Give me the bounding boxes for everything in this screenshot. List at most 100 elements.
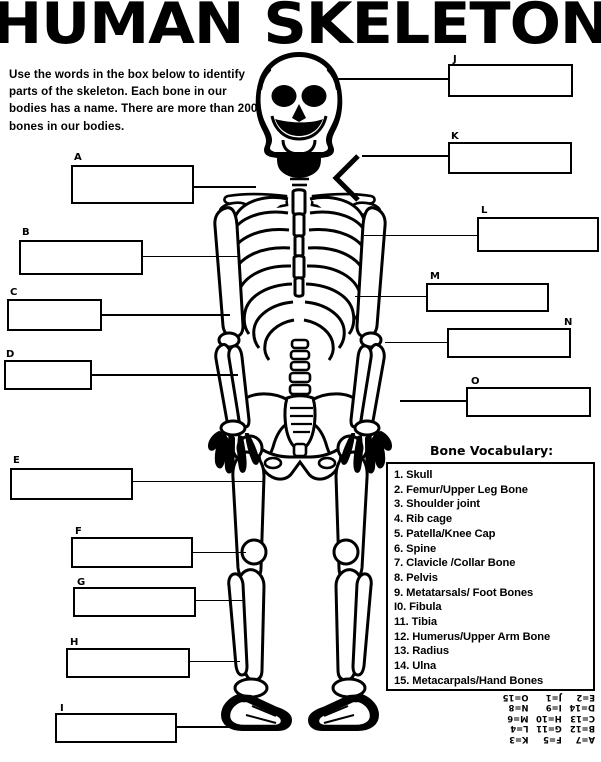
answer-key: A=7 F=5 K=3 B=12 G=11 L=4 C=13 H=10 M=6 … — [497, 692, 597, 745]
label-e: E — [13, 455, 20, 466]
answer-box-h[interactable] — [66, 648, 190, 678]
instructions-text: Use the words in the box below to identi… — [9, 68, 258, 133]
answer-key-row: A=7 F=5 K=3 — [497, 734, 597, 745]
leader-line-o — [400, 400, 466, 402]
answer-box-e[interactable] — [10, 468, 133, 500]
shoulder-joint-bracket — [332, 154, 360, 202]
vocab-item: 7. Clavicle /Collar Bone — [394, 557, 516, 570]
vocab-item: 6. Spine — [394, 542, 437, 555]
leader-line-c — [102, 314, 230, 316]
answer-key-row: D=14 I=9 N=8 — [497, 703, 597, 714]
leader-line-m — [355, 296, 427, 298]
skull-mouth — [275, 119, 323, 136]
vocab-item: I0. Fibula — [394, 601, 442, 614]
vocab-item: 9. Metatarsals/ Foot Bones — [394, 586, 534, 599]
answer-box-d[interactable] — [4, 360, 92, 390]
vocabulary-list: 1. Skull 2. Femur/Upper Leg Bone 3. Shou… — [394, 468, 593, 689]
answer-key-cell: D=14 — [569, 703, 595, 714]
answer-key-row: E=2 J=1 O=15 — [497, 692, 597, 703]
answer-key-cell: N=8 — [508, 703, 529, 714]
answer-key-cell: L=4 — [510, 724, 529, 735]
left-leg-bones — [220, 450, 293, 731]
answer-box-i[interactable] — [55, 713, 177, 743]
label-m: M — [430, 271, 440, 282]
vocab-item: 4. Rib cage — [394, 513, 452, 526]
vocab-item: 11. Tibia — [394, 616, 438, 629]
answer-box-l[interactable] — [477, 217, 599, 252]
leader-line-d — [92, 374, 238, 376]
answer-key-cell: K=3 — [509, 734, 529, 745]
label-i: I — [60, 703, 64, 714]
label-a: A — [74, 152, 82, 163]
vocabulary-title: Bone Vocabulary: — [430, 443, 554, 458]
vocab-item: 8. Pelvis — [394, 571, 438, 584]
label-h: H — [70, 637, 79, 648]
right-hand-bones — [340, 430, 393, 474]
patella-right — [332, 538, 360, 566]
right-leg-bones — [307, 450, 380, 731]
vocab-item: 2. Femur/Upper Leg Bone — [394, 483, 528, 496]
label-c: C — [10, 287, 18, 298]
leader-line-b — [143, 256, 238, 258]
vocab-item: 3. Shoulder joint — [394, 498, 480, 511]
leader-line-i — [177, 726, 232, 728]
answer-key-cell: F=5 — [543, 734, 562, 745]
answer-box-j[interactable] — [448, 64, 573, 97]
left-arm-bones — [207, 206, 260, 474]
answer-box-g[interactable] — [73, 587, 196, 617]
answer-key-cell: I=9 — [545, 703, 562, 714]
skull-icon — [255, 52, 343, 178]
leader-line-k — [362, 155, 448, 157]
answer-box-a[interactable] — [71, 165, 194, 204]
skull-eye-right — [301, 85, 327, 107]
answer-key-cell: B=12 — [569, 724, 595, 735]
skull-eye-left — [271, 85, 297, 107]
cervical-spine — [289, 153, 310, 187]
answer-key-row: B=12 G=11 L=4 — [497, 724, 597, 735]
answer-key-cell: H=10 — [536, 713, 562, 724]
vocab-item: 12. Humerus/Upper Arm Bone — [394, 630, 551, 643]
leader-line-l — [364, 235, 477, 237]
answer-key-cell: J=1 — [545, 692, 562, 703]
answer-box-m[interactable] — [426, 283, 549, 312]
label-n: N — [564, 317, 573, 328]
leader-line-j — [333, 78, 448, 80]
vocab-item: 15. Metacarpals/Hand Bones — [394, 674, 544, 687]
vocabulary-box: 1. Skull 2. Femur/Upper Leg Bone 3. Shou… — [386, 462, 595, 691]
right-arm-bones — [340, 206, 393, 474]
label-k: K — [451, 131, 459, 142]
answer-box-n[interactable] — [447, 328, 571, 358]
vocab-item: 14. Ulna — [394, 660, 437, 673]
label-f: F — [75, 526, 82, 537]
leader-line-e — [133, 481, 263, 483]
label-o: O — [471, 376, 480, 387]
answer-key-cell: O=15 — [502, 692, 529, 703]
leader-line-a — [193, 186, 256, 188]
answer-key-cell: G=11 — [536, 724, 562, 735]
label-j: J — [453, 54, 457, 65]
answer-key-cell: C=13 — [570, 713, 595, 724]
rib-cage — [227, 188, 371, 361]
answer-box-f[interactable] — [71, 537, 193, 568]
leader-line-g — [196, 600, 244, 602]
vocab-item: 5. Patella/Knee Cap — [394, 527, 496, 540]
answer-box-c[interactable] — [7, 299, 102, 331]
leader-line-h — [190, 661, 240, 663]
label-l: L — [481, 205, 488, 216]
left-hand-bones — [207, 430, 260, 474]
answer-key-row: C=13 H=10 M=6 — [497, 713, 597, 724]
leader-line-f — [193, 552, 246, 554]
spine — [288, 338, 312, 396]
answer-box-k[interactable] — [448, 142, 572, 174]
label-b: B — [22, 227, 30, 238]
leader-line-n — [385, 342, 447, 344]
answer-box-o[interactable] — [466, 387, 591, 417]
answer-key-cell: E=2 — [576, 692, 595, 703]
answer-box-b[interactable] — [19, 240, 143, 275]
skull-nose — [292, 104, 306, 122]
vocab-item: 13. Radius — [394, 645, 449, 658]
label-g: G — [77, 577, 86, 588]
label-d: D — [6, 349, 15, 360]
vocab-item: 1. Skull — [394, 469, 433, 481]
